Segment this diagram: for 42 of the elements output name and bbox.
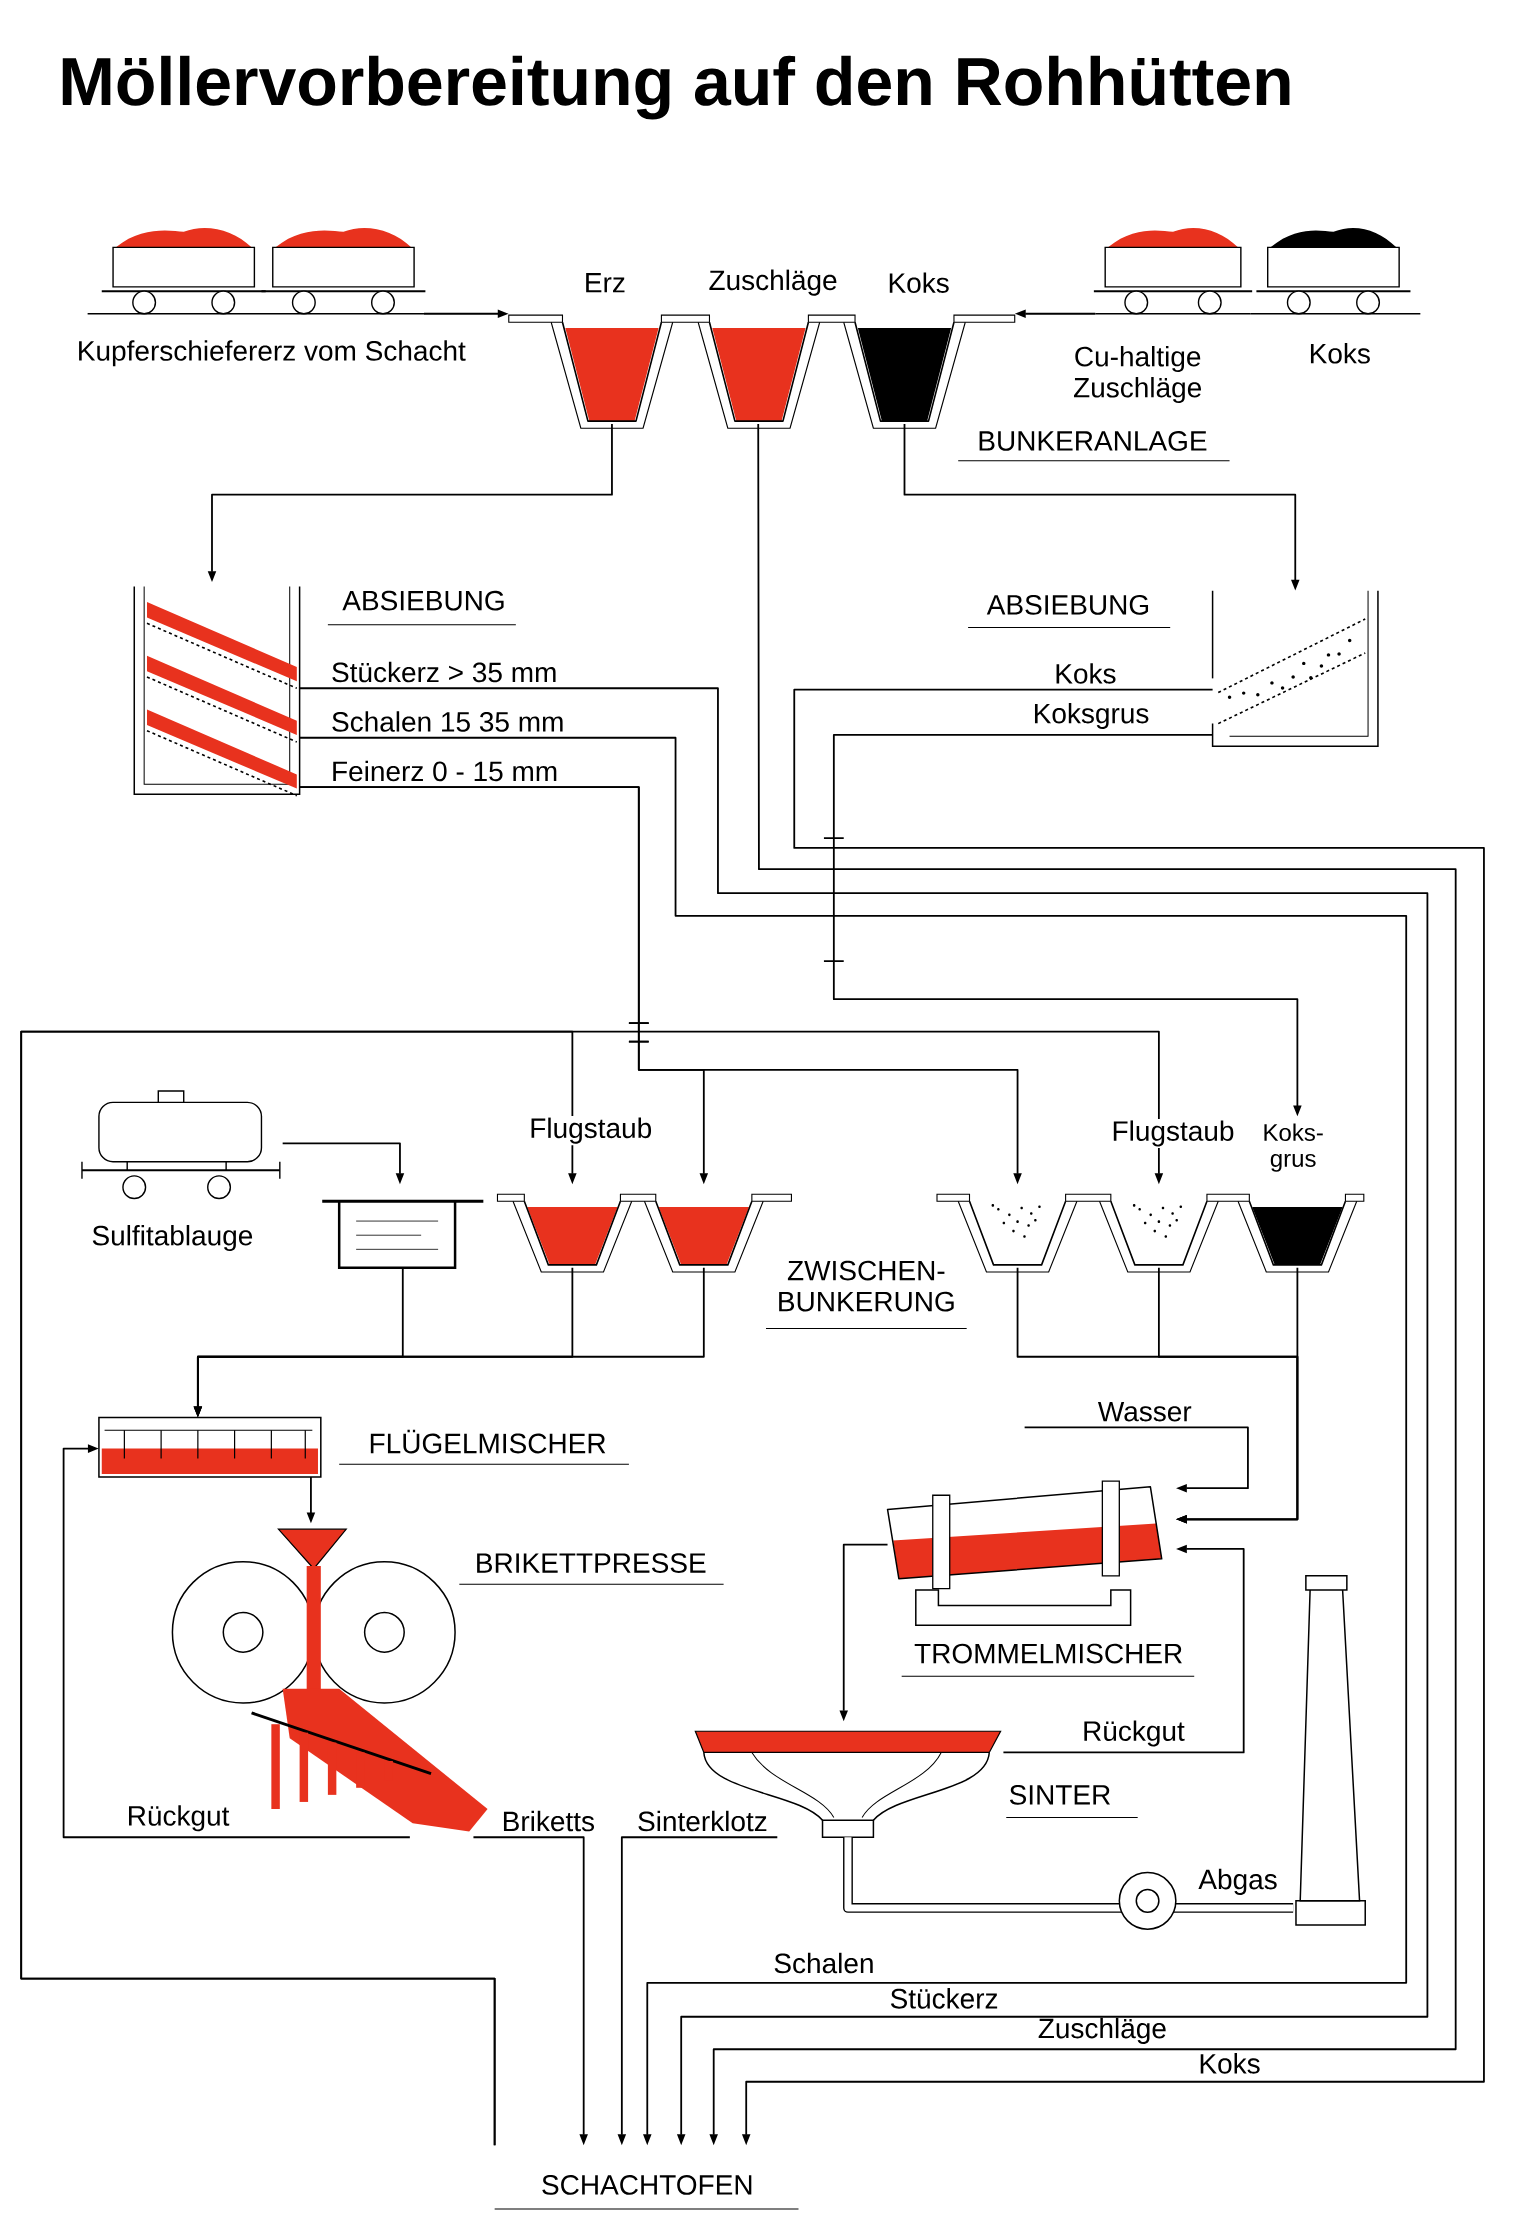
edge-label: Rückgut: [128, 1805, 230, 1832]
heading-label: SINTER: [1005, 1784, 1139, 1818]
node-label: Koks: [889, 272, 949, 293]
edge-label: Koks: [1056, 663, 1116, 684]
pipe: [843, 1837, 1294, 1913]
edge-label: Flugstaub: [1110, 1118, 1236, 1148]
edge-label: Stückerz > 35 mm: [332, 661, 556, 683]
node-label: Sulfitablauge: [92, 1225, 253, 1252]
arrow: [1023, 1426, 1249, 1493]
edge-label: Briketts: [503, 1810, 594, 1832]
chimney: [1295, 1575, 1366, 1926]
edge-label: Koksgrus: [1034, 702, 1149, 729]
heading-label: TROMMELMISCHER: [901, 1643, 1195, 1677]
node-label: Koks- grus: [1264, 1123, 1323, 1172]
edge-label: Wasser: [1097, 1401, 1192, 1422]
edge-label: Sinterklotz: [638, 1810, 767, 1832]
node-label: Koks: [1310, 343, 1370, 364]
bunker: [1098, 1193, 1250, 1273]
node-label: Erz: [586, 273, 625, 293]
edge-label: Zuschläge: [1038, 2017, 1166, 2044]
edge-label: Rückgut: [1084, 1720, 1185, 1747]
edge-label: Schalen 15 35 mm: [332, 711, 563, 732]
heading-label: ABSIEBUNG: [327, 590, 517, 626]
title: Möllervorbereitung auf den Rohhütten: [62, 55, 1290, 120]
heading-label: FLÜGELMISCHER: [338, 1429, 630, 1465]
node-label: Zuschläge: [709, 269, 837, 296]
section-label: BUNKERANLAGE: [957, 431, 1230, 462]
section-label: ZWISCHEN- BUNKERUNG: [765, 1260, 968, 1329]
tank: [322, 1199, 484, 1269]
node-label: Kupferschiefererz vom Schacht: [79, 340, 466, 367]
edge-label: Flugstaub: [527, 1116, 654, 1146]
flow-label: Schalen: [774, 1952, 873, 1974]
arrow: [20, 1030, 1164, 2147]
heading-label: SCHACHTOFEN: [494, 2175, 799, 2210]
edge-label: Abgas: [1198, 1868, 1277, 1895]
node-label: Cu-haltige Zuschläge: [1073, 346, 1201, 404]
flow-label: Koks: [1200, 2053, 1260, 2074]
heading-label: BRIKETTPRESSE: [458, 1553, 725, 1585]
edge-label: Feinerz 0 - 15 mm: [333, 760, 557, 782]
bunker: [496, 1193, 657, 1273]
flow-label: Stückerz: [890, 1988, 998, 2009]
heading-label: ABSIEBUNG: [967, 595, 1171, 628]
